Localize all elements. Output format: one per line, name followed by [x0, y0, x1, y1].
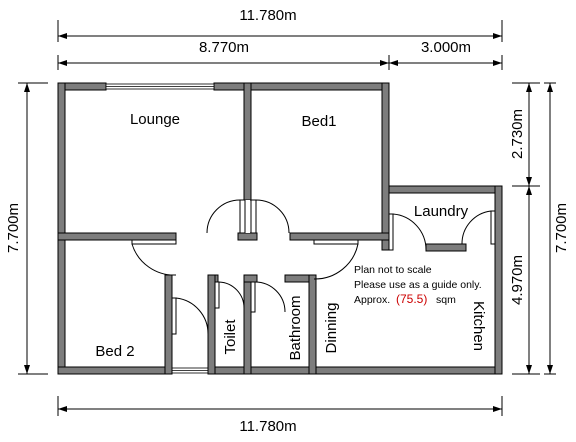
room-laundry: Laundry: [414, 203, 469, 220]
hall-door-leaf: [131, 239, 177, 245]
laundry-door-leaf: [388, 213, 394, 251]
dimension-lines: [18, 20, 556, 416]
dim-left-height: 7.700m: [5, 203, 22, 253]
walls: [57, 82, 503, 375]
wall-toilet-left: [207, 274, 216, 375]
bed2-door-swing: [175, 297, 209, 335]
wall-bed2-right: [164, 274, 173, 375]
wall-laundry-bottom: [425, 243, 467, 252]
wall-mid-a: [237, 232, 258, 241]
dim-bottom-total: 11.780m: [239, 418, 296, 435]
room-bed1: Bed1: [301, 113, 336, 130]
dim-top-right: 3.000m: [421, 39, 471, 56]
hall-door-swing: [131, 243, 177, 276]
dim-right-upper: 2.730m: [509, 109, 526, 159]
note-not-to-scale: Plan not to scale: [354, 264, 432, 276]
note-area-value: (75.5): [396, 292, 427, 306]
note-approx-label: Approx.: [354, 294, 390, 306]
note-area-unit: sqm: [436, 294, 456, 306]
dinning-door-swing: [313, 243, 359, 280]
exterior-door-leaf: [490, 210, 496, 245]
bathroom-door-swing: [254, 281, 286, 313]
exterior-door-swing: [461, 210, 492, 245]
wall-bath-right: [308, 274, 317, 375]
wall-bottom-right: [207, 366, 503, 375]
room-bathroom: Bathroom: [287, 295, 304, 360]
lounge-hall-door-leaf: [313, 239, 359, 245]
note-guide-only: Please use as a guide only.: [354, 279, 482, 291]
room-lounge: Lounge: [130, 111, 180, 128]
bed1-door-swing: [255, 199, 290, 234]
wall-left: [57, 82, 66, 375]
dim-right-lower: 4.970m: [509, 255, 526, 305]
wall-bottom-left: [57, 366, 173, 375]
bed1-door-leaf: [250, 199, 257, 234]
wall-lounge-bed1: [243, 82, 252, 201]
room-dinning: Dinning: [323, 303, 340, 354]
wall-top-right: [213, 82, 390, 91]
room-bed2: Bed 2: [95, 343, 134, 360]
doors: [131, 199, 496, 335]
wall-lounge-bottom: [57, 232, 177, 241]
wall-laundry-top: [388, 185, 503, 194]
lounge-door-leaf: [239, 199, 246, 234]
wall-toilet-top-b: [243, 274, 258, 283]
bathroom-door-leaf: [250, 281, 256, 313]
dim-top-total: 11.780m: [239, 7, 296, 24]
toilet-door-leaf: [214, 281, 220, 309]
toilet-door-swing: [218, 281, 245, 309]
lounge-door-swing: [206, 199, 241, 234]
dim-top-left: 8.770m: [199, 39, 249, 56]
room-toilet: Toilet: [222, 319, 239, 355]
wall-mid-b: [289, 232, 390, 241]
wall-right-outer: [494, 185, 503, 375]
laundry-door-swing: [392, 213, 427, 251]
wall-bed1-right: [381, 82, 390, 251]
wall-toilet-right: [243, 274, 252, 375]
bed2-door-leaf: [171, 297, 177, 335]
room-kitchen: Kitchen: [470, 301, 487, 351]
dim-right-total: 7.700m: [553, 203, 570, 253]
